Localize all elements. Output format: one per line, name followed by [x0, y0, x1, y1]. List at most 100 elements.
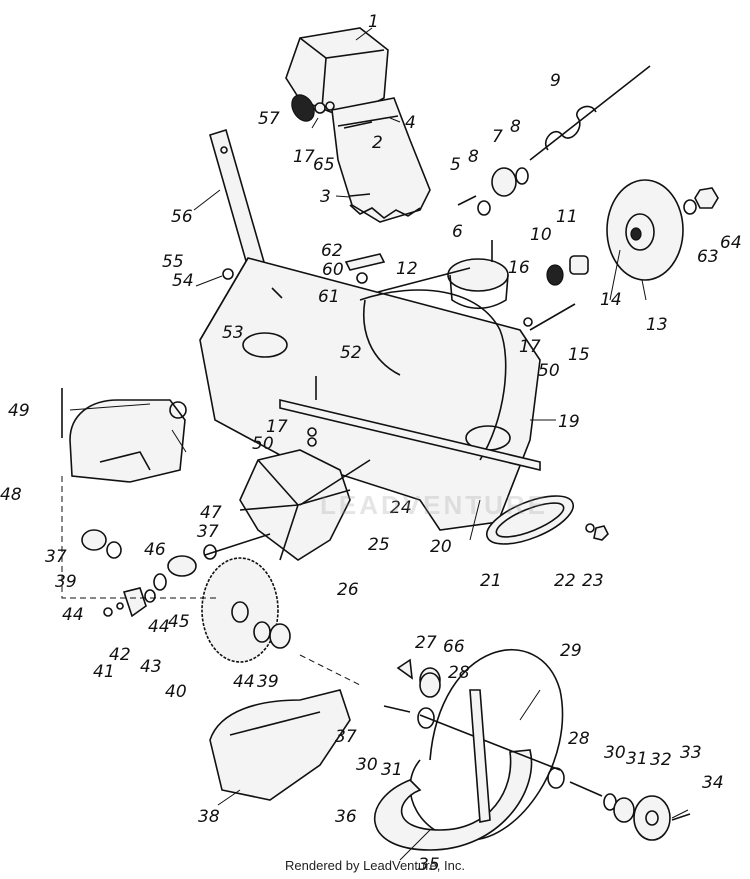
callout-17c: 17 — [266, 417, 288, 437]
gear-case-cover — [69, 399, 187, 483]
pin-5 — [457, 195, 477, 206]
pulley-13 — [606, 179, 684, 281]
render-credit: Rendered by LeadVenture, Inc. — [285, 858, 465, 873]
callout-31a: 31 — [381, 760, 403, 780]
callout-53: 53 — [222, 323, 244, 343]
callout-28a: 28 — [448, 663, 470, 683]
callout-37b: 37 — [197, 522, 219, 542]
callout-16: 16 — [508, 258, 530, 278]
callout-35: 35 — [418, 855, 440, 875]
callout-44b: 44 — [148, 617, 170, 637]
callout-10: 10 — [530, 225, 552, 245]
callout-19: 19 — [558, 412, 580, 432]
chute-mount-bracket — [209, 128, 265, 270]
callout-42: 42 — [109, 645, 131, 665]
callout-37c: 37 — [335, 727, 357, 747]
callout-50a: 50 — [538, 361, 560, 381]
callout-63: 63 — [697, 247, 719, 267]
callout-7: 7 — [492, 127, 503, 147]
callout-14: 14 — [600, 290, 622, 310]
callout-61: 61 — [318, 287, 340, 307]
assembly-line — [61, 476, 220, 599]
bushings-44-39 — [81, 529, 291, 649]
callout-6: 6 — [452, 222, 463, 242]
callout-48: 48 — [0, 485, 22, 505]
worm-gear — [201, 557, 279, 663]
callout-5: 5 — [450, 155, 461, 175]
callout-26: 26 — [337, 580, 359, 600]
callout-8a: 8 — [468, 147, 479, 167]
callout-50b: 50 — [252, 434, 274, 454]
callout-45: 45 — [168, 612, 190, 632]
washer-50 — [307, 437, 317, 447]
callout-9: 9 — [550, 71, 561, 91]
callout-21: 21 — [480, 571, 502, 591]
nut-54 — [222, 268, 234, 280]
callout-30a: 30 — [356, 755, 378, 775]
callout-49: 49 — [8, 401, 30, 421]
callout-41: 41 — [93, 662, 115, 682]
screw-3 — [349, 193, 371, 197]
bolt-53 — [271, 287, 283, 299]
callout-39b: 39 — [257, 672, 279, 692]
callout-28b: 28 — [568, 729, 590, 749]
callout-12: 12 — [396, 259, 418, 279]
watermark: LEADVENTURE — [320, 490, 549, 520]
nut-61 — [356, 272, 368, 284]
callout-labels: 1 2 3 4 5 6 7 8 8 9 10 11 12 13 14 15 16… — [0, 12, 742, 875]
callout-17b: 17 — [519, 337, 541, 357]
bearings-7-8 — [477, 167, 529, 216]
callout-44a: 44 — [62, 605, 84, 625]
washer-16 — [523, 317, 533, 327]
callout-65: 65 — [313, 155, 335, 175]
callout-22: 22 — [554, 571, 576, 591]
callout-1: 1 — [368, 12, 379, 32]
callout-4: 4 — [405, 113, 416, 133]
nut-23 — [593, 525, 609, 541]
screw-2 — [343, 121, 373, 129]
callout-29: 29 — [560, 641, 582, 661]
callout-17a: 17 — [293, 147, 315, 167]
callout-32: 32 — [650, 750, 672, 770]
callout-25: 25 — [368, 535, 390, 555]
plate-62 — [344, 253, 386, 271]
bolt-15 — [529, 303, 576, 331]
callout-52: 52 — [340, 343, 362, 363]
callout-55: 55 — [162, 252, 184, 272]
washer-17 — [307, 427, 317, 437]
callout-39a: 39 — [55, 572, 77, 592]
auger-assembly — [374, 648, 564, 851]
callout-40: 40 — [165, 682, 187, 702]
callout-24: 24 — [390, 498, 412, 518]
assembly-line — [299, 654, 361, 686]
callout-44c: 44 — [233, 672, 255, 692]
auger-housing — [199, 257, 541, 531]
drive-belt — [486, 495, 574, 545]
callout-33: 33 — [680, 743, 702, 763]
callout-56: 56 — [171, 207, 193, 227]
callout-27: 27 — [415, 633, 437, 653]
callout-62: 62 — [321, 241, 343, 261]
callout-66: 66 — [443, 637, 465, 657]
callout-38: 38 — [198, 807, 220, 827]
discharge-chute — [331, 97, 431, 223]
callout-13: 13 — [646, 315, 668, 335]
callout-46: 46 — [144, 540, 166, 560]
callout-43: 43 — [140, 657, 162, 677]
shaft-9 — [529, 65, 651, 161]
callout-57: 57 — [258, 109, 280, 129]
callout-15: 15 — [568, 345, 590, 365]
callout-23: 23 — [582, 571, 604, 591]
gear-case-housing — [209, 689, 351, 801]
callout-64: 64 — [720, 233, 742, 253]
callout-36: 36 — [335, 807, 357, 827]
nut-63-64 — [683, 187, 719, 215]
callout-54: 54 — [172, 271, 194, 291]
callout-2: 2 — [372, 133, 383, 153]
key-27 — [396, 658, 413, 680]
callout-47: 47 — [200, 503, 222, 523]
washer-22 — [585, 523, 595, 533]
bearing-10-11 — [546, 255, 589, 286]
impeller — [239, 449, 371, 561]
